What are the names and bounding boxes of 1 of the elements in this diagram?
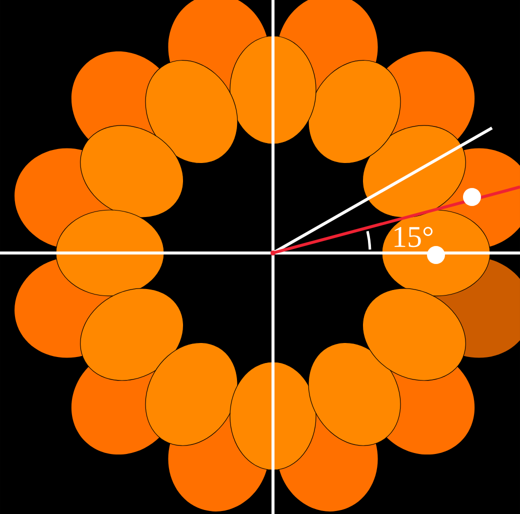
angle-label: 15° (394, 226, 433, 248)
